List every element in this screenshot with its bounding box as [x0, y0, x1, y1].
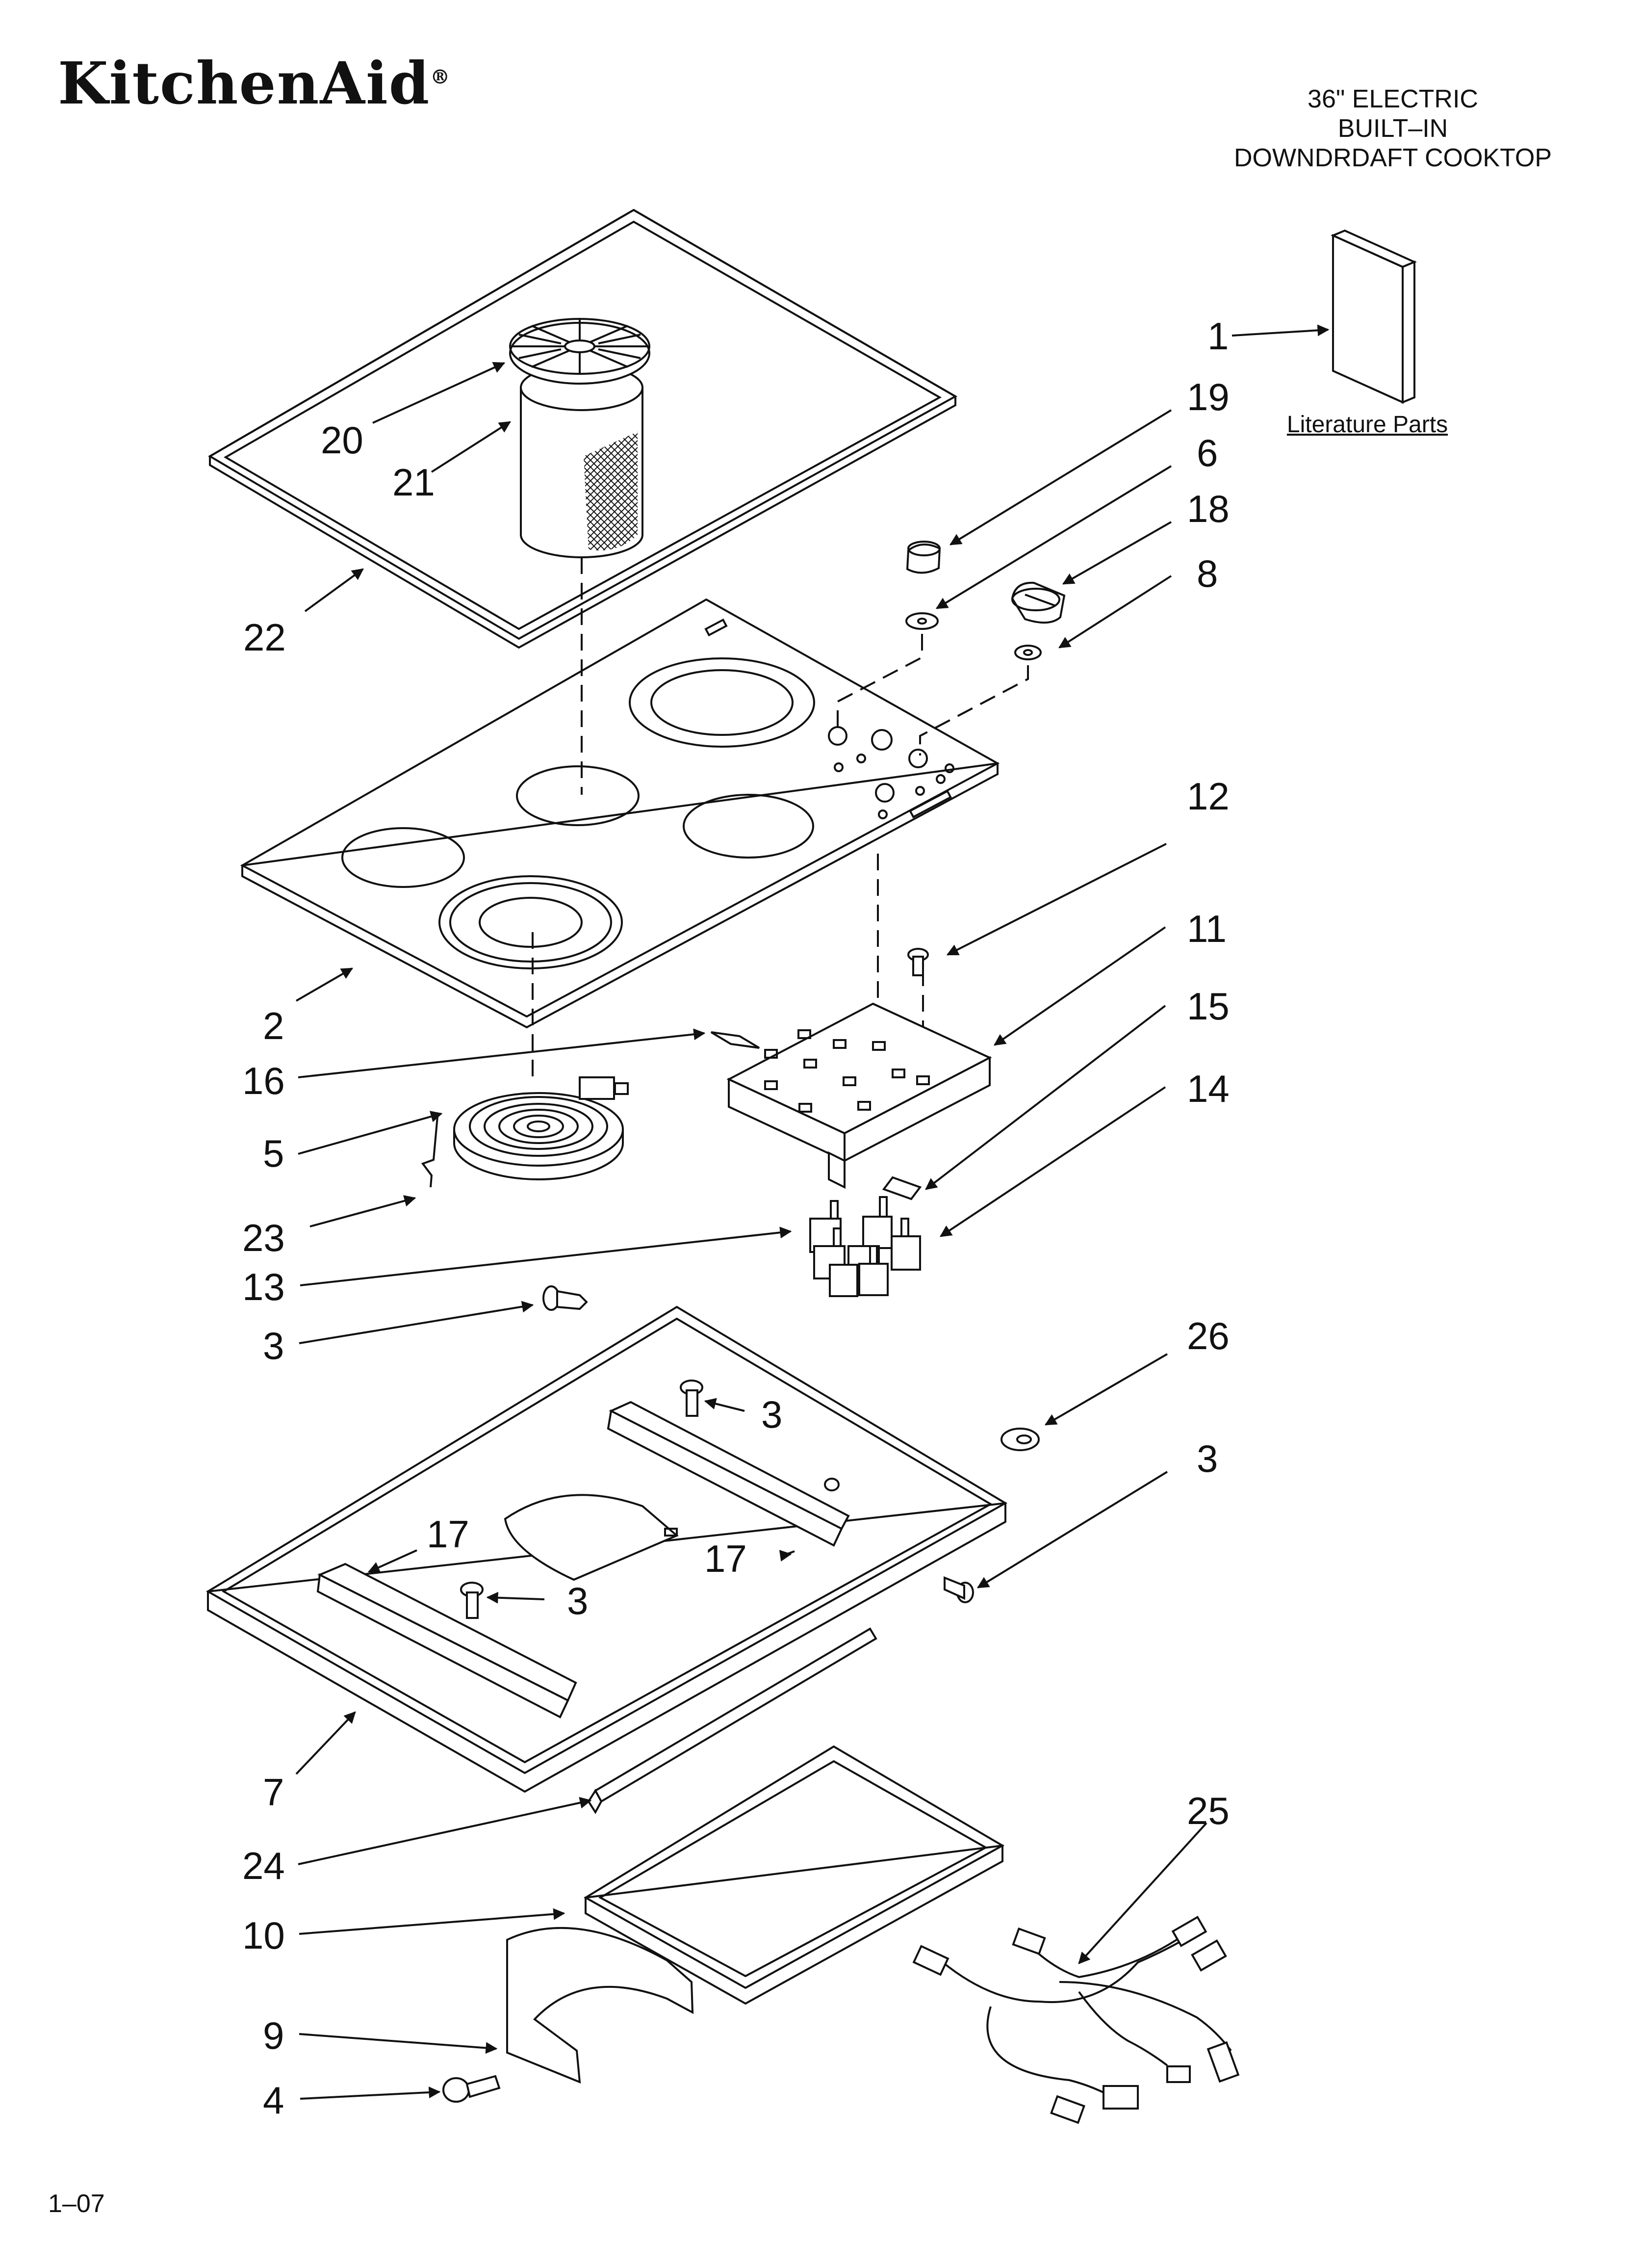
knob-washer-6	[905, 612, 939, 630]
screw-3-left	[460, 1582, 484, 1619]
switch-plate	[882, 1176, 922, 1200]
callout-20: 20	[321, 418, 363, 462]
element-clip	[421, 1112, 439, 1188]
footer-code: 1–07	[48, 2190, 105, 2218]
screw-3-center	[680, 1380, 703, 1417]
callout-3-upper: 3	[263, 1324, 284, 1367]
wire-harness	[912, 1916, 1240, 2124]
callout-19: 19	[1187, 375, 1230, 418]
knob-washer-8	[1014, 645, 1042, 660]
control-knob	[1011, 581, 1066, 624]
screw-3-upper	[542, 1285, 588, 1311]
title-line-2: BUILT–IN	[1337, 114, 1448, 143]
callout-5: 5	[263, 1132, 284, 1175]
title-line-3: DOWNDRDAFT COOKTOP	[1233, 144, 1552, 172]
page-title: 36" ELECTRIC BUILT–IN DOWNDRDAFT COOKTOP	[1206, 84, 1579, 173]
callout-9: 9	[263, 2014, 284, 2057]
filter-canister	[520, 364, 643, 558]
callout-17-right: 17	[704, 1537, 747, 1580]
cooktop-glass	[240, 598, 1000, 1029]
title-line-1: 36" ELECTRIC	[1308, 85, 1478, 113]
alignment-lines	[532, 557, 1029, 1079]
brace-left	[316, 1563, 577, 1719]
base-pan	[206, 1305, 1007, 1793]
callout-11: 11	[1187, 907, 1227, 950]
callout-13: 13	[242, 1265, 285, 1308]
support-frame	[584, 1745, 1005, 2005]
vent-grille	[509, 318, 650, 385]
radiant-element	[453, 1076, 629, 1180]
callout-15: 15	[1187, 985, 1230, 1028]
callout-18: 18	[1187, 487, 1230, 530]
callout-4: 4	[263, 2079, 284, 2122]
brand-logo: KitchenAid®	[58, 49, 451, 117]
insulation-strip	[710, 1031, 760, 1049]
callout-24: 24	[242, 1844, 285, 1887]
callout-3-left: 3	[567, 1579, 588, 1622]
screw-4	[442, 2075, 501, 2103]
grommet	[1001, 1428, 1040, 1451]
infinite-switches	[809, 1196, 921, 1297]
registered-mark: ®	[430, 65, 451, 89]
callout-16: 16	[242, 1059, 285, 1102]
bracket-screw	[907, 948, 929, 976]
callout-12: 12	[1187, 775, 1230, 818]
callout-8: 8	[1197, 552, 1218, 595]
callout-25: 25	[1187, 1789, 1230, 1832]
callout-3-right: 3	[1197, 1437, 1218, 1480]
knob-small	[906, 541, 941, 574]
callout-26: 26	[1187, 1314, 1230, 1357]
callout-3-center: 3	[761, 1393, 782, 1436]
literature-parts-label: Literature Parts	[1286, 412, 1448, 438]
literature-booklet	[1330, 229, 1417, 404]
callout-21: 21	[392, 461, 435, 504]
callout-labels: 1 19 6 18 8 20 21 22 12 11 15 14 2 16 5 …	[242, 314, 1230, 2122]
callout-22: 22	[243, 616, 286, 659]
callout-17-left: 17	[427, 1512, 469, 1556]
duct-shroud	[506, 1927, 694, 2084]
callout-1: 1	[1207, 314, 1229, 358]
brace-right	[607, 1401, 850, 1547]
callout-23: 23	[242, 1216, 285, 1259]
callout-7: 7	[263, 1771, 284, 1814]
callout-2: 2	[263, 1004, 284, 1047]
callout-10: 10	[242, 1914, 285, 1957]
callout-arrows	[295, 324, 1330, 2100]
brand-name: KitchenAid	[58, 49, 431, 117]
callout-6: 6	[1197, 431, 1218, 474]
callout-14: 14	[1187, 1067, 1230, 1110]
switch-bracket	[726, 1002, 992, 1189]
screw-3-right	[944, 1576, 974, 1603]
